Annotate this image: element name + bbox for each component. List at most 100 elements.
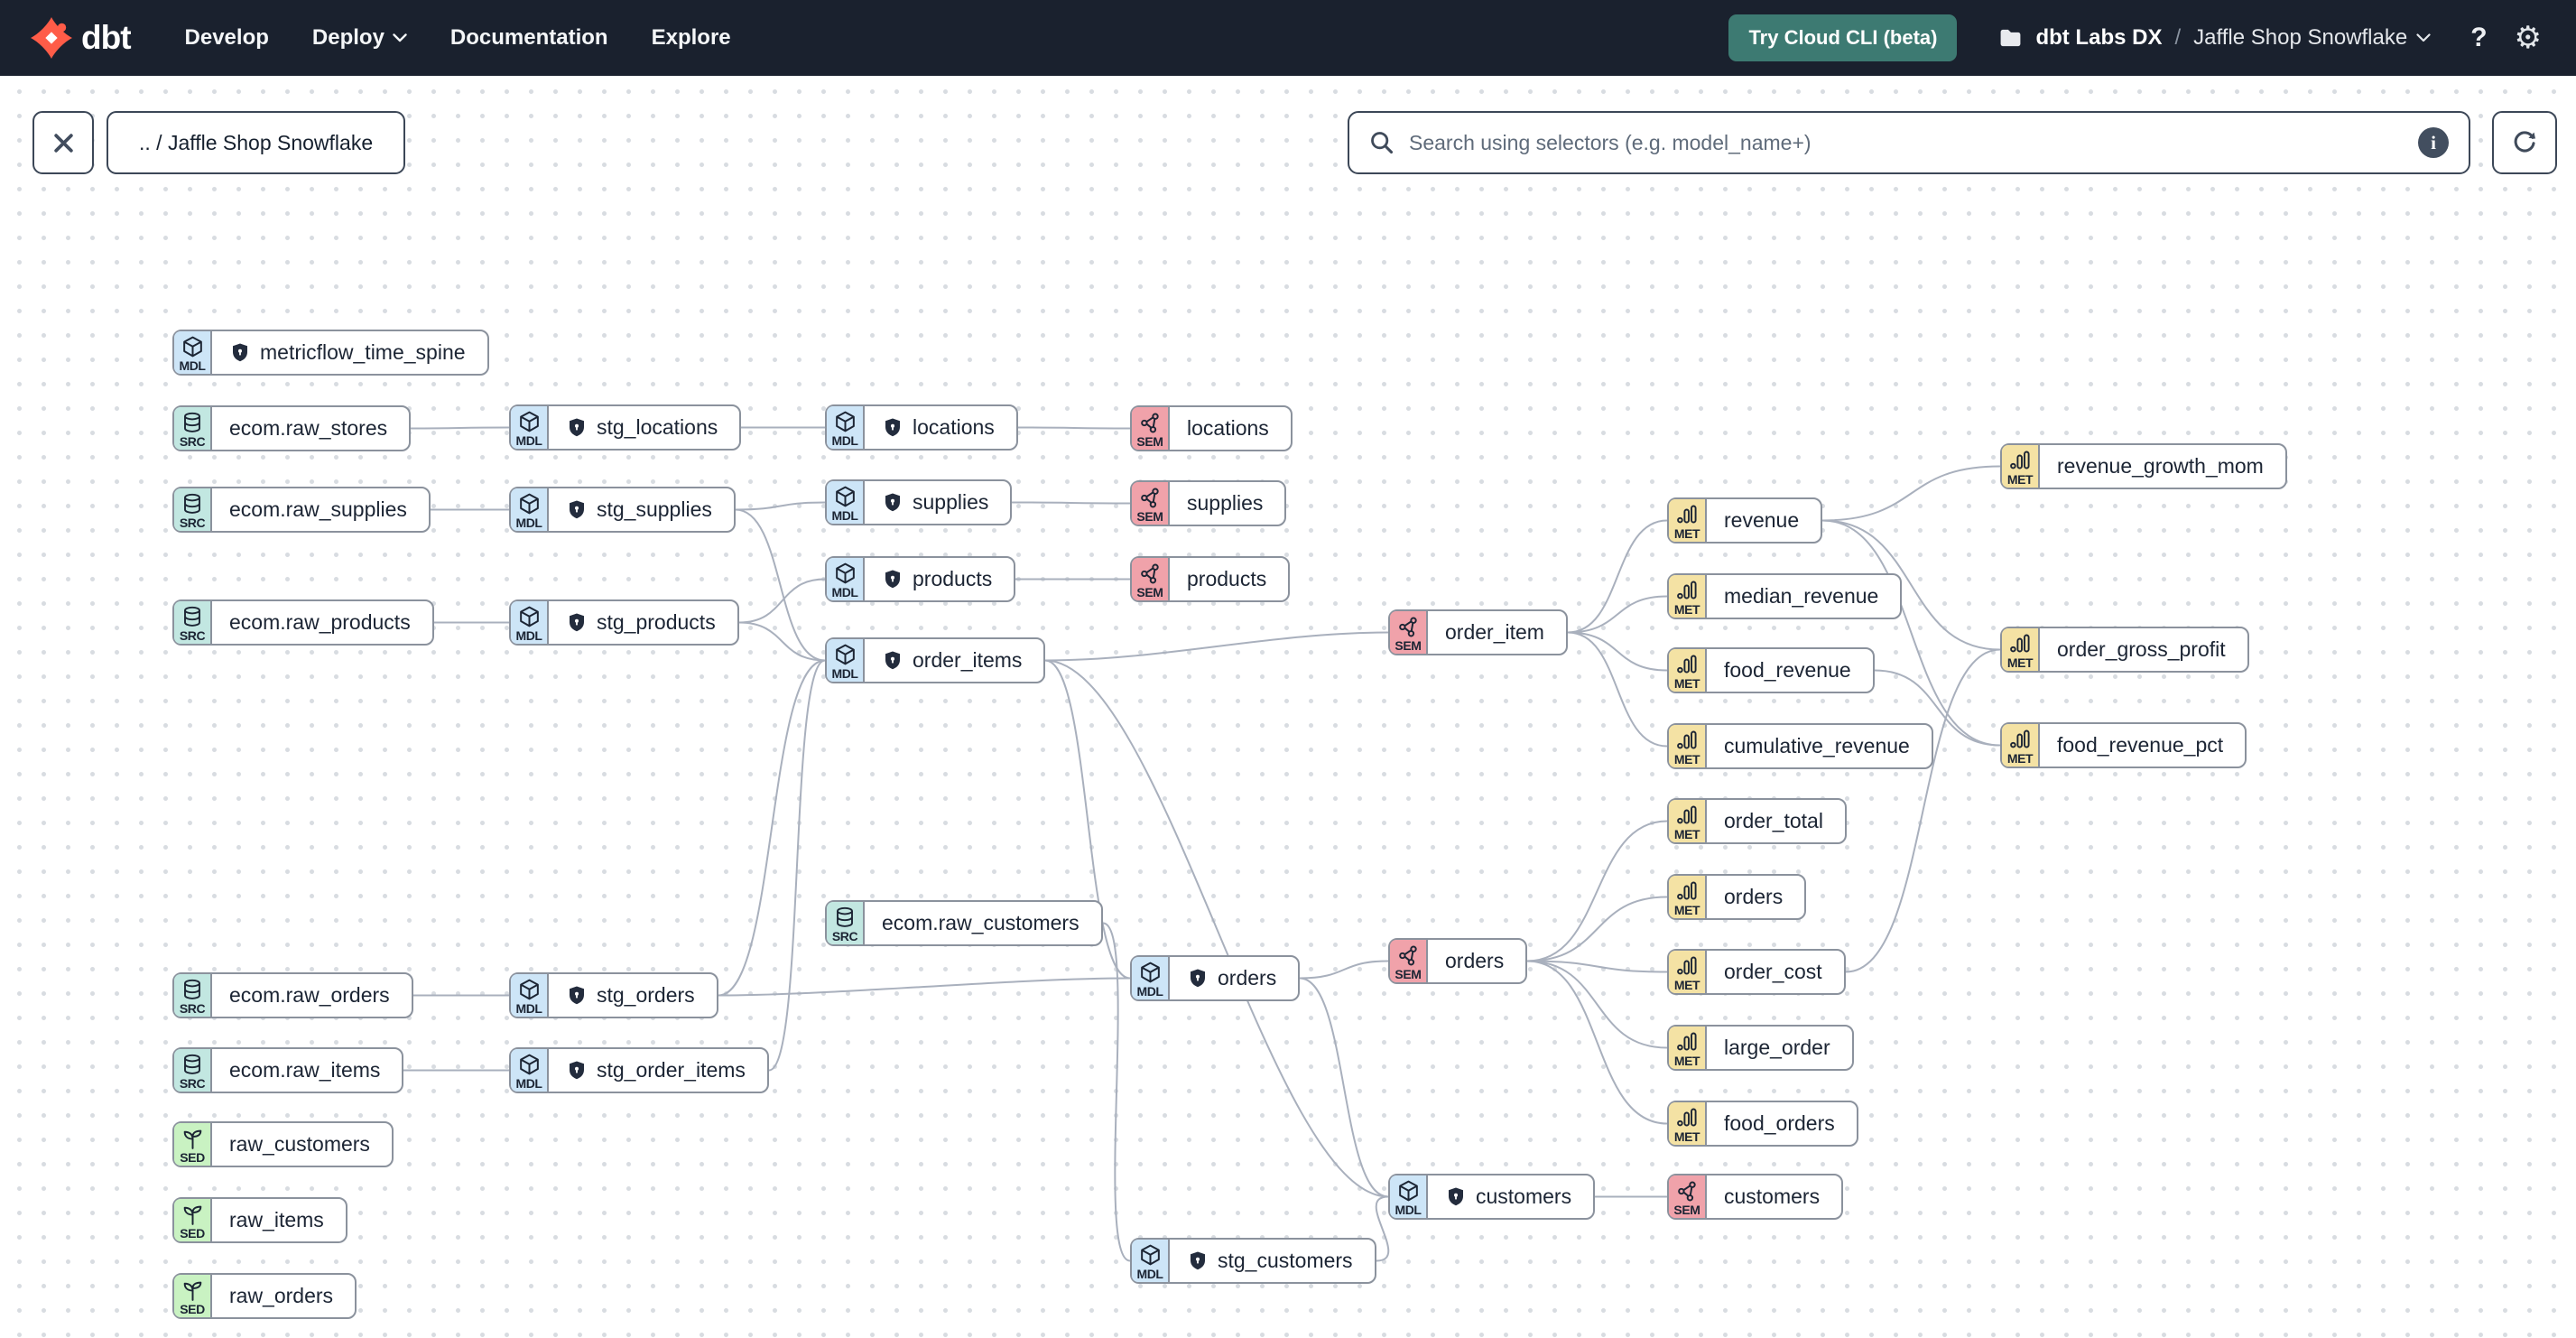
node-body: customers <box>1707 1175 1841 1218</box>
metric-bars-icon <box>2010 451 2030 469</box>
semantic-model-icon <box>1140 413 1159 433</box>
nav-documentation[interactable]: Documentation <box>449 25 608 50</box>
node-body: stg_orders <box>549 974 717 1017</box>
dbt-logo[interactable]: dbt <box>31 17 132 59</box>
model-cube-icon <box>835 562 855 584</box>
lineage-edge <box>1526 896 1668 962</box>
seed-sprout-icon <box>183 1205 201 1226</box>
node-type-label: MDL <box>515 516 542 531</box>
graph-node-mdl_orders[interactable]: MDL orders <box>1130 955 1301 1001</box>
node-type-panel: MET <box>2002 628 2040 671</box>
lineage-toolbar: .. / Jaffle Shop Snowflake i <box>0 111 2576 174</box>
node-body: supplies <box>1170 482 1284 525</box>
protected-shield-icon <box>1191 1251 1205 1270</box>
account-name[interactable]: dbt Labs DX <box>2035 25 2163 50</box>
metric-bars-icon <box>1677 581 1697 599</box>
node-type-label: MDL <box>179 358 206 374</box>
model-cube-icon <box>519 1054 539 1075</box>
node-type-panel: MET <box>1669 575 1707 618</box>
node-type-label: SRC <box>831 929 858 944</box>
node-type-panel: MET <box>1669 951 1707 993</box>
node-label: orders <box>1724 885 1784 908</box>
lineage-edge <box>1011 501 1131 505</box>
nav-deploy[interactable]: Deploy <box>312 25 407 51</box>
node-type-panel: MET <box>1669 499 1707 542</box>
lineage-canvas[interactable]: .. / Jaffle Shop Snowflake i MDLmetricfl… <box>0 76 2576 1338</box>
node-label: order_total <box>1724 809 1823 832</box>
info-icon[interactable]: i <box>2418 127 2449 158</box>
node-body: products <box>865 558 1014 600</box>
close-lineage-button[interactable] <box>32 111 94 174</box>
try-cloud-cli-button[interactable]: Try Cloud CLI (beta) <box>1728 14 1958 61</box>
node-type-panel: MDL <box>1132 957 1170 999</box>
gear-icon[interactable]: ⚙ <box>2514 21 2542 55</box>
node-type-panel: SRC <box>174 974 212 1017</box>
model-cube-icon <box>835 486 855 507</box>
project-selector[interactable]: Jaffle Shop Snowflake <box>2193 25 2431 51</box>
nav-explore[interactable]: Explore <box>651 25 731 50</box>
node-body: food_revenue_pct <box>2040 724 2245 767</box>
node-label: raw_orders <box>229 1284 334 1307</box>
node-label: order_gross_profit <box>2057 637 2226 661</box>
lineage-edge <box>1567 631 1668 672</box>
help-icon[interactable]: ? <box>2470 23 2488 52</box>
protected-shield-icon <box>885 570 900 589</box>
node-body: raw_orders <box>212 1275 355 1317</box>
node-type-panel: MET <box>1669 1027 1707 1069</box>
node-body: raw_customers <box>212 1123 392 1166</box>
refresh-button[interactable] <box>2492 111 2557 174</box>
graph-node-met_order_gross_profit[interactable]: MET order_gross_profit <box>2000 627 2249 673</box>
semantic-model-icon <box>1677 1181 1696 1202</box>
graph-breadcrumb[interactable]: .. / Jaffle Shop Snowflake <box>107 111 406 174</box>
nav-develop[interactable]: Develop <box>184 25 269 50</box>
node-label: supplies <box>1187 491 1264 515</box>
node-body: order_total <box>1707 800 1845 842</box>
lineage-edge <box>1017 426 1131 430</box>
node-type-panel: MDL <box>511 1049 549 1092</box>
search-input[interactable] <box>1409 130 2418 155</box>
node-type-panel: SEM <box>1669 1175 1707 1218</box>
node-type-label: MDL <box>831 433 858 449</box>
node-type-label: SEM <box>1395 638 1422 654</box>
node-label: orders <box>1218 966 1277 990</box>
protected-shield-icon <box>885 418 900 437</box>
